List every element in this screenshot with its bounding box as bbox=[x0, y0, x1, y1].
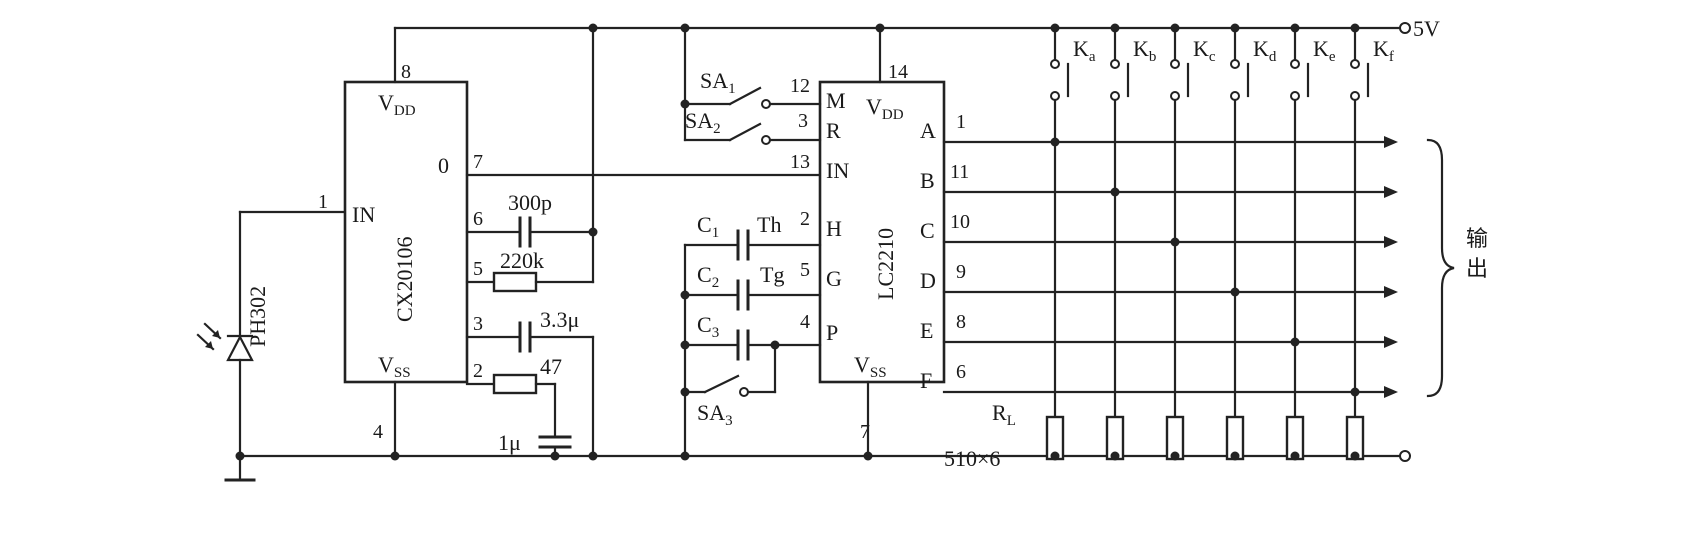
output-label-2: 出 bbox=[1466, 256, 1488, 281]
cx20106-pin-8: 8 bbox=[401, 61, 411, 83]
key-label-e: Ke bbox=[1313, 36, 1336, 65]
cx20106-in-label: IN bbox=[352, 202, 375, 227]
key-column-c bbox=[1165, 26, 1190, 461]
capacitor-c1-label: C1 bbox=[697, 212, 719, 241]
supply-rail bbox=[393, 22, 1411, 34]
th-label: Th bbox=[757, 212, 781, 237]
cx20106-pin-6: 6 bbox=[473, 208, 483, 230]
cx20106-vss-label: VSS bbox=[378, 352, 411, 381]
ic-cx20106 bbox=[343, 80, 469, 384]
capacitor-300p-label: 300p bbox=[508, 190, 552, 215]
lc2210-pin-13: 13 bbox=[790, 151, 810, 173]
cx20106-name: CX20106 bbox=[392, 236, 417, 322]
capacitor-1u-label: 1μ bbox=[498, 430, 521, 455]
key-label-d: Kd bbox=[1253, 36, 1277, 65]
lc2210-label-a: A bbox=[920, 118, 936, 143]
cx20106-pin-4: 4 bbox=[373, 421, 383, 443]
photodiode-ph302 bbox=[196, 210, 347, 458]
oscillator-network bbox=[683, 229, 822, 458]
lc2210-label-g: G bbox=[826, 266, 842, 291]
lc2210-pin-1: 1 bbox=[956, 111, 966, 133]
switch-sa1-label: SA1 bbox=[700, 68, 736, 97]
lc2210-label-in: IN bbox=[826, 158, 849, 183]
switch-sa2-label: SA2 bbox=[685, 108, 721, 137]
key-label-b: Kb bbox=[1133, 36, 1156, 65]
capacitor-c3-label: C3 bbox=[697, 312, 719, 341]
cx20106-pin-2: 2 bbox=[473, 360, 483, 382]
lc2210-vss-label: VSS bbox=[854, 352, 887, 381]
lc2210-pin-8: 8 bbox=[956, 311, 966, 333]
junction-dots bbox=[235, 23, 1360, 461]
lc2210-name: LC2210 bbox=[873, 228, 898, 300]
lc2210-pin-5: 5 bbox=[800, 259, 810, 281]
cx20106-vdd-label: VDD bbox=[378, 90, 416, 119]
lc2210-pin-14: 14 bbox=[888, 61, 908, 83]
ic-lc2210 bbox=[818, 80, 946, 384]
key-label-f: Kf bbox=[1373, 36, 1394, 65]
lc2210-wires bbox=[683, 26, 882, 458]
lc2210-label-r: R bbox=[826, 118, 841, 143]
cx20106-pin-5: 5 bbox=[473, 258, 483, 280]
key-label-a: Ka bbox=[1073, 36, 1096, 65]
supply-voltage-label: 5V bbox=[1413, 16, 1440, 41]
resistor-47-label: 47 bbox=[540, 354, 562, 379]
lc2210-pin-6: 6 bbox=[956, 361, 966, 383]
key-column-e bbox=[1285, 26, 1310, 461]
key-column-a bbox=[1045, 26, 1070, 461]
tg-label: Tg bbox=[760, 262, 784, 287]
lc2210-pin-9: 9 bbox=[956, 261, 966, 283]
switch-sa3-label: SA3 bbox=[697, 400, 733, 429]
resistor-220k-label: 220k bbox=[500, 248, 544, 273]
lc2210-label-h: H bbox=[826, 216, 842, 241]
capacitor-3u3-label: 3.3μ bbox=[540, 307, 579, 332]
lc2210-pin-11: 11 bbox=[950, 161, 969, 183]
key-column-b bbox=[1105, 26, 1130, 461]
lc2210-label-m: M bbox=[826, 88, 846, 113]
lc2210-pin-4: 4 bbox=[800, 311, 810, 333]
lc2210-label-f: F bbox=[920, 368, 932, 393]
cx20106-wires bbox=[393, 26, 822, 458]
lc2210-label-p: P bbox=[826, 320, 838, 345]
lc2210-label-b: B bbox=[920, 168, 935, 193]
cx20106-pin-1: 1 bbox=[318, 191, 328, 213]
lc2210-label-e: E bbox=[920, 318, 933, 343]
output-brace bbox=[1426, 138, 1455, 398]
lc2210-label-d: D bbox=[920, 268, 936, 293]
lc2210-pin-7: 7 bbox=[860, 421, 870, 443]
cx20106-pin-3: 3 bbox=[473, 313, 483, 335]
lc2210-pin-3: 3 bbox=[798, 110, 808, 132]
lc2210-pin-2: 2 bbox=[800, 208, 810, 230]
key-label-c: Kc bbox=[1193, 36, 1216, 65]
cx20106-pin-7: 7 bbox=[473, 151, 483, 173]
key-column-d bbox=[1225, 26, 1250, 461]
lc2210-pin-10: 10 bbox=[950, 211, 970, 233]
output-label-1: 输 bbox=[1466, 226, 1488, 251]
output-lines bbox=[942, 136, 1398, 398]
lc2210-label-c: C bbox=[920, 218, 935, 243]
load-resistor-value: 510×6 bbox=[944, 446, 1000, 471]
lc2210-vdd-label: VDD bbox=[866, 94, 904, 123]
photodiode-label: PH302 bbox=[245, 286, 270, 347]
load-resistor-label: RL bbox=[992, 400, 1016, 429]
capacitor-c2-label: C2 bbox=[697, 262, 719, 291]
cx20106-out-label: 0 bbox=[438, 153, 449, 178]
lc2210-pin-12: 12 bbox=[790, 75, 810, 97]
